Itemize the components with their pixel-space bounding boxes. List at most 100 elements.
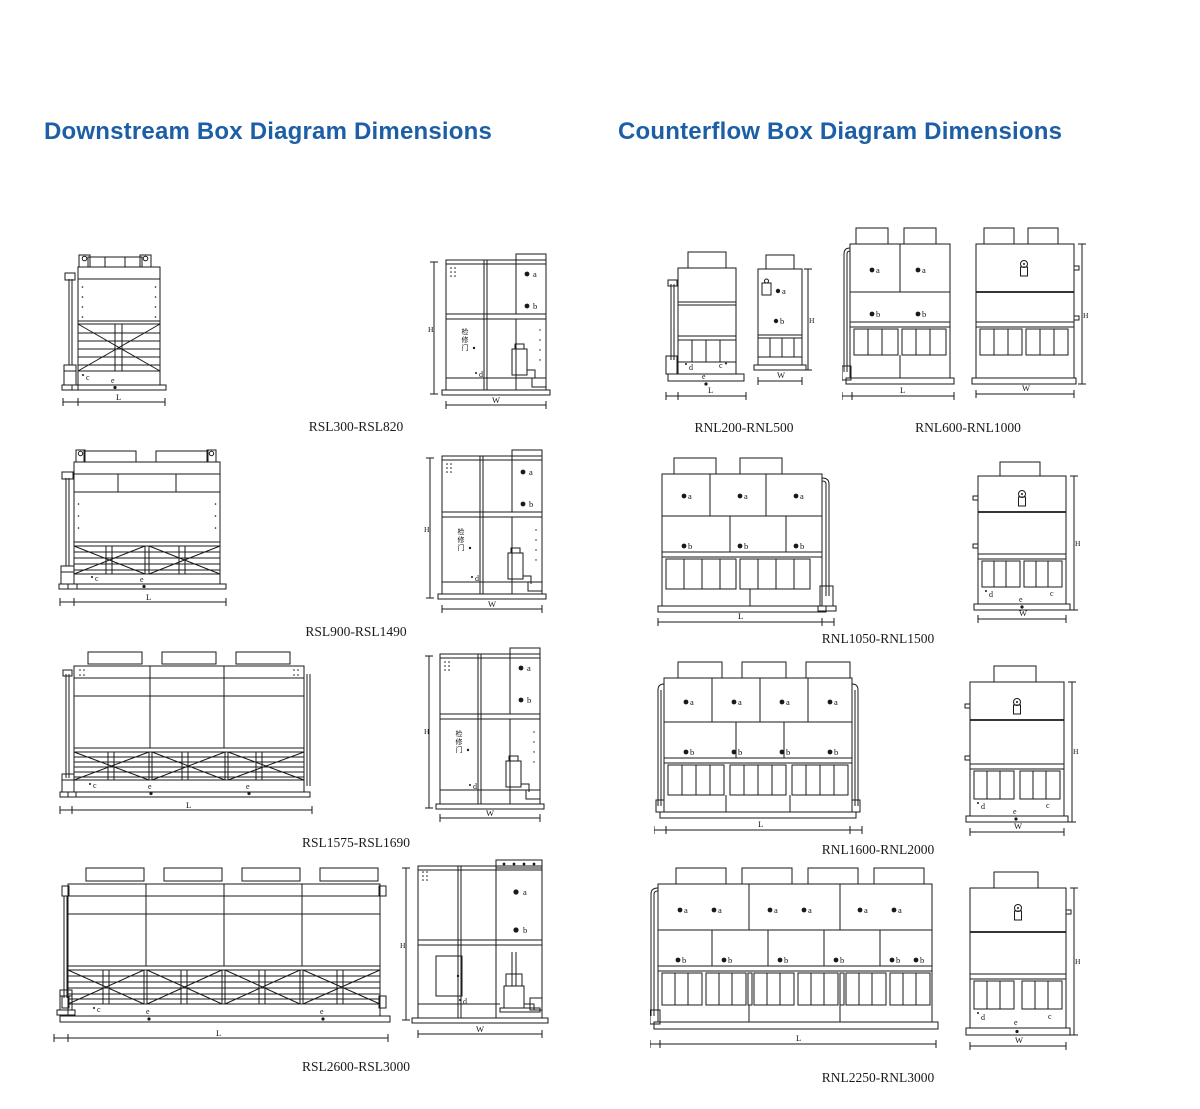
label-a: a xyxy=(688,491,692,501)
height-dimension: H xyxy=(424,655,433,809)
rnl2250-front-view: a a a a a a b b b b b b xyxy=(649,867,939,1048)
fan-cowls xyxy=(855,227,937,245)
dim-label-c: c xyxy=(86,373,90,382)
height-dimension: H xyxy=(400,867,410,1021)
dim-label-W: W xyxy=(486,808,494,818)
dim-label-W: W xyxy=(1022,383,1030,393)
width-dimension: W xyxy=(441,599,543,613)
label-b: b xyxy=(784,955,788,965)
label-a: a xyxy=(738,697,742,707)
rnl200-side-cell: a b W H xyxy=(750,253,816,406)
access-door-label: 检修门 xyxy=(457,527,465,552)
length-dimension: L xyxy=(657,611,835,626)
dim-label-H: H xyxy=(1075,539,1080,548)
dim-label-W: W xyxy=(777,370,785,380)
label-b: b xyxy=(876,309,880,319)
label-a: a xyxy=(876,265,880,275)
basin xyxy=(657,589,827,613)
dim-label-H: H xyxy=(424,727,430,736)
dim-label-L: L xyxy=(738,611,743,621)
rsl900-front-cell: c e L xyxy=(56,448,236,625)
rnl1600-front-cell: a a a a b b b b xyxy=(653,660,872,845)
dim-label-e: e xyxy=(1013,807,1017,816)
basin: d xyxy=(411,997,549,1024)
pump xyxy=(507,547,543,592)
width-dimension: W xyxy=(969,821,1065,836)
dim-label-L: L xyxy=(708,385,713,395)
pump xyxy=(499,952,543,1013)
pipe-and-pump xyxy=(61,272,79,391)
label-b: b xyxy=(744,541,748,551)
counterflow-model-5: RNL2250-RNL3000 xyxy=(821,1070,935,1085)
connection-labels: a a a a a a b b b b b b xyxy=(675,905,924,965)
fan-cowls xyxy=(673,457,783,475)
access-door xyxy=(435,955,463,997)
label-b: b xyxy=(922,309,926,319)
label-b: b xyxy=(533,301,537,311)
casing xyxy=(975,243,1080,379)
length-dimension: L xyxy=(653,819,863,834)
louver-band xyxy=(973,980,1063,1010)
dim-label-L: L xyxy=(146,592,151,602)
length-dimension: L xyxy=(841,385,955,400)
rnl600-front-view: a a b b L xyxy=(841,227,955,400)
dim-label-c: c xyxy=(1046,801,1050,810)
pipe-and-pump xyxy=(649,887,661,1025)
downstream-model-4: RSL2600-RSL3000 xyxy=(301,1059,410,1074)
dim-label-H: H xyxy=(809,316,815,325)
basin xyxy=(659,795,857,819)
fan-deck xyxy=(78,254,152,268)
height-dimension: H xyxy=(1068,681,1079,823)
rnl200-side-view: a b W H xyxy=(753,254,815,385)
dim-label-W: W xyxy=(492,395,500,405)
connection-labels: a b xyxy=(773,286,786,326)
dim-label-e: e xyxy=(111,376,115,385)
lifting-eye-icon xyxy=(1018,490,1026,507)
label-b: b xyxy=(920,955,924,965)
label-a: a xyxy=(744,491,748,501)
width-dimension: W xyxy=(969,1035,1067,1050)
pipe-and-pump xyxy=(665,279,678,375)
label-a: a xyxy=(527,663,531,673)
pump xyxy=(505,755,541,800)
connection-labels: a b xyxy=(518,663,531,705)
fan-cowls xyxy=(983,227,1059,245)
dim-label-d: d xyxy=(479,370,483,379)
label-b: b xyxy=(523,925,527,935)
width-dimension: W xyxy=(977,608,1067,623)
dim-label-e: e xyxy=(1019,595,1023,604)
louver-band xyxy=(973,770,1061,800)
label-a: a xyxy=(718,905,722,915)
dim-label-W: W xyxy=(476,1024,484,1034)
label-b: b xyxy=(896,955,900,965)
louver-band xyxy=(665,558,811,590)
label-b: b xyxy=(786,747,790,757)
connection-labels: a b xyxy=(524,269,537,311)
pipe-and-pump xyxy=(56,896,76,1016)
rnl600-side-view: W H xyxy=(971,227,1089,398)
dim-label-d: d xyxy=(689,363,693,372)
dim-label-W: W xyxy=(1015,1035,1023,1045)
fan-cowl xyxy=(765,254,795,270)
dim-label-c: c xyxy=(95,574,99,583)
dim-label-H: H xyxy=(1083,311,1089,320)
dim-label-c: c xyxy=(93,781,97,790)
label-b: b xyxy=(690,747,694,757)
fan-cowls xyxy=(675,867,925,885)
basin: d c e xyxy=(973,589,1071,611)
rnl200-front-view: d c e L xyxy=(665,251,747,400)
lifting-eye-icon xyxy=(1020,260,1028,277)
label-b: b xyxy=(527,695,531,705)
dim-label-e: e xyxy=(320,1007,324,1016)
basin: c e e xyxy=(59,1005,391,1023)
downstream-model-2: RSL900-RSL1490 xyxy=(305,624,407,639)
label-b: b xyxy=(834,747,838,757)
lifting-eye-icon xyxy=(1014,904,1022,921)
dim-label-H: H xyxy=(424,525,430,534)
rsl900-side-cell: H a b 检修门 xyxy=(424,448,552,621)
dim-label-L: L xyxy=(796,1033,801,1043)
louver-band xyxy=(67,969,381,1005)
connection-labels: a b xyxy=(520,467,533,509)
length-dimension: L xyxy=(59,800,313,814)
